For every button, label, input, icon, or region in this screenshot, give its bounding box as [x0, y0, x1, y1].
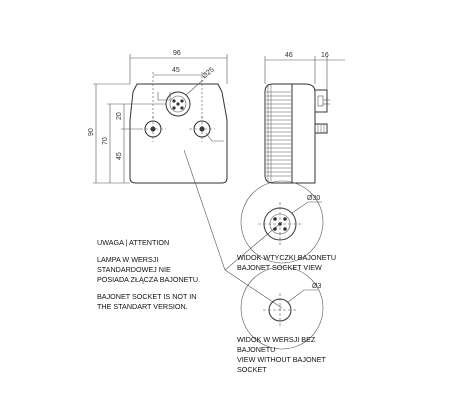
- no-socket-view-line2: BAJONETU: [237, 345, 275, 354]
- lamp-boss: [157, 92, 171, 101]
- detail-socket-view: Ø30 WIDOK WTYCZKI BAJONETU BAJONET SOCKE…: [237, 180, 336, 272]
- dim-dia-25: Ø25: [201, 66, 216, 80]
- notes-heading: UWAGA | ATTENTION: [97, 238, 169, 247]
- notes-en-line2: THE STANDART VERSION.: [97, 302, 188, 311]
- housing-side: [291, 83, 316, 184]
- socket-front: [165, 91, 191, 117]
- dim-dia-8: Ø3: [312, 283, 321, 290]
- dim-46: 46: [285, 52, 293, 59]
- attention-notes: UWAGA | ATTENTION LAMPA W WERSJI STANDAR…: [97, 238, 200, 311]
- dim-96: 96: [173, 50, 181, 57]
- no-socket-view-line1: WIDOK W WERSJI BEZ: [237, 335, 316, 344]
- dim-dia-30: Ø30: [307, 195, 320, 202]
- notes-pl-line3: POSIADA ZŁĄCZA BAJONETU.: [97, 275, 200, 284]
- front-view: 96 45 Ø25 90 70 20 45: [88, 50, 228, 184]
- view-leaders: [183, 149, 283, 309]
- mount-hole-right: [189, 116, 215, 142]
- socket-view-line2: BAJONET SOCKET VIEW: [237, 263, 322, 272]
- dim-45-horizontal: 45: [172, 67, 180, 74]
- notes-pl-line2: STANDARDOWEJ NIE: [97, 265, 171, 274]
- notes-en-line1: BAJONET SOCKET IS NOT IN: [97, 292, 196, 301]
- socket-view-line1: WIDOK WTYCZKI BAJONETU: [237, 253, 336, 262]
- dim-45-vertical: 45: [116, 152, 123, 160]
- no-socket-view-line3: VIEW WITHOUT BAJONET: [237, 355, 327, 364]
- lens-ribs: [266, 91, 291, 177]
- dim-70: 70: [102, 137, 109, 145]
- dim-20: 20: [116, 112, 123, 120]
- socket-side: [315, 89, 328, 113]
- notes-pl-line1: LAMPA W WERSJI: [97, 255, 158, 264]
- detail-no-socket-view: Ø3 WIDOK W WERSJI BEZ BAJONETU VIEW WITH…: [237, 266, 327, 374]
- detail-circle-no-socket: [240, 266, 324, 350]
- mount-hole-left: [140, 116, 166, 142]
- detail-circle-socket: [240, 180, 324, 264]
- leader-hole: [205, 132, 224, 142]
- dim-16: 16: [321, 52, 329, 59]
- no-socket-view-line4: SOCKET: [237, 365, 267, 374]
- side-view: 46 16: [264, 52, 345, 184]
- lamp-front-outline: [129, 83, 228, 184]
- leader-dia-25: [185, 79, 204, 96]
- dim-90: 90: [88, 128, 95, 136]
